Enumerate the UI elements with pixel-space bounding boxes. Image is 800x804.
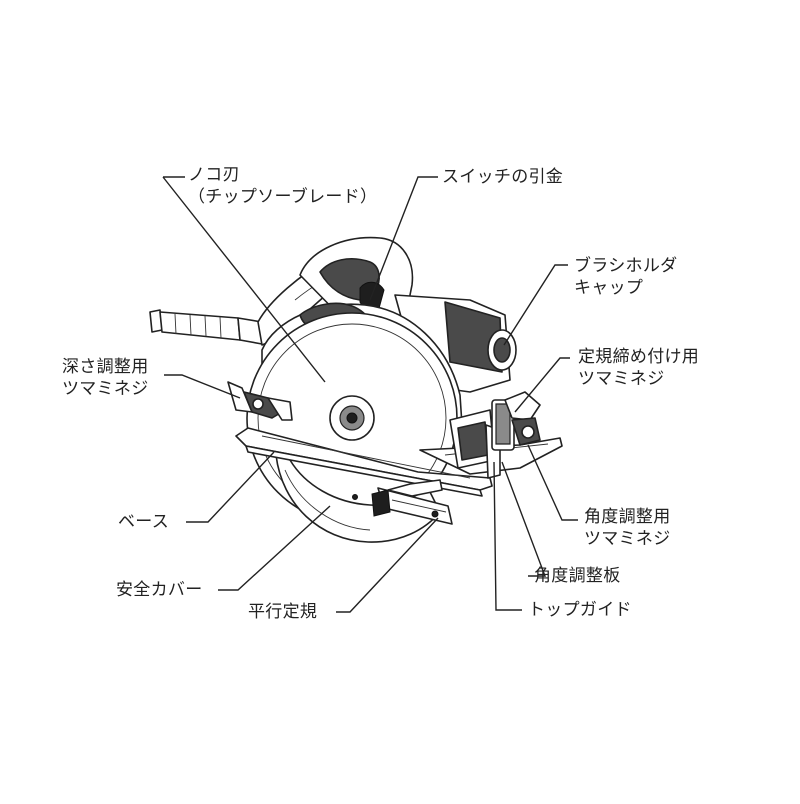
guide-clamp-knob [504,391,541,446]
label-guide-knob: 定規締め付け用 ツマミネジ [578,346,699,390]
leader-brush-cap [503,264,568,346]
leader-angle-plate [501,461,547,577]
label-blade: ノコ刃 （チップソーブレード） [188,164,377,208]
label-switch: スイッチの引金 [442,166,563,188]
leader-parallel-guide [336,517,439,613]
label-angle-knob-line1: 角度調整用 [584,507,671,527]
label-depth-knob-line1: 深さ調整用 [62,357,149,377]
label-angle-plate-line1: 角度調整板 [534,566,621,586]
power-cord [149,309,263,345]
leader-angle-knob [527,444,578,521]
leader-blade [162,176,326,383]
label-depth-knob: 深さ調整用 ツマミネジ [62,356,149,400]
label-brush-cap-line1: ブラシホルダ [574,256,678,276]
label-switch-line1: スイッチの引金 [442,167,564,187]
label-safety-cover: 安全カバー [116,579,203,601]
leader-safety-cover [218,505,331,591]
leader-top-guide [493,461,522,611]
label-angle-knob: 角度調整用 ツマミネジ [584,506,671,550]
label-depth-knob-line2: ツマミネジ [62,379,149,399]
label-parallel-guide-line1: 平行定規 [248,602,318,622]
label-base: ベース [118,511,169,533]
label-guide-knob-line1: 定規締め付け用 [578,347,700,367]
label-base-line1: ベース [118,512,170,532]
label-blade-line1: ノコ刃 [188,165,240,185]
parallel-guide [371,479,453,525]
leader-guide-knob [514,357,570,413]
leader-lines [162,176,578,613]
leader-switch [369,176,438,301]
label-brush-cap: ブラシホルダ キャップ [574,255,677,299]
label-angle-knob-line2: ツマミネジ [584,529,671,549]
label-top-guide: トップガイド [528,599,632,621]
label-safety-cover-line1: 安全カバー [116,580,203,600]
label-angle-plate: 角度調整板 [534,565,621,587]
motor-housing [299,236,517,393]
leader-depth-knob [164,374,241,399]
label-parallel-guide: 平行定規 [248,601,317,623]
front-mechanism [449,399,515,479]
depth-knob [227,381,293,421]
leader-base [186,451,275,523]
label-brush-cap-line2: キャップ [574,278,644,298]
label-guide-knob-line2: ツマミネジ [578,369,665,389]
label-top-guide-line1: トップガイド [528,600,632,620]
label-blade-line2: （チップソーブレード） [188,187,378,207]
